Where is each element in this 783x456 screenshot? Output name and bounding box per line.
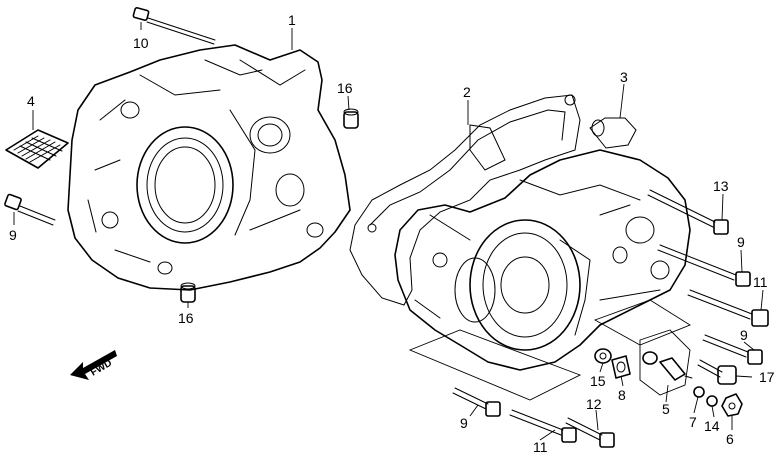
callout-1: 1	[288, 12, 296, 28]
callout-5: 5	[662, 401, 670, 417]
washer-7	[693, 386, 705, 398]
callout-16-lower: 16	[178, 310, 194, 326]
dowel-pin-lower	[180, 282, 196, 303]
bolt-12	[565, 417, 615, 448]
neutral-switch-5	[639, 329, 693, 396]
left-crankcase-half	[394, 117, 691, 371]
washer-14	[706, 395, 718, 407]
bolt-8	[611, 355, 631, 379]
washer-15	[594, 348, 612, 364]
right-crankcase-half	[67, 44, 351, 291]
dowel-pin-upper	[343, 108, 359, 129]
callout-17: 17	[759, 369, 775, 385]
bolt-11-right	[687, 289, 769, 327]
callout-13: 13	[713, 178, 729, 194]
bolt-assembly-bracket	[408, 329, 582, 401]
bolt-9-right-upper	[657, 244, 751, 287]
crankcase-gasket	[349, 94, 581, 306]
bolt-9-left	[4, 193, 56, 226]
callout-9-bottom: 9	[460, 415, 468, 431]
callout-7: 7	[689, 414, 697, 430]
oil-strainer-screen	[5, 129, 69, 169]
right-bolt-bracket	[593, 299, 691, 346]
callout-9-right-upper: 9	[737, 234, 745, 250]
callout-4: 4	[27, 93, 35, 109]
callout-6: 6	[726, 431, 734, 447]
callout-11-bottom: 11	[533, 439, 548, 455]
fwd-label: FWD	[89, 358, 114, 379]
bolt-13	[647, 189, 729, 235]
callout-15: 15	[590, 373, 606, 389]
bolt-9-right-lower	[702, 334, 763, 365]
cap-nut-6	[721, 393, 743, 417]
callout-2: 2	[463, 84, 471, 100]
callout-11-right: 11	[753, 274, 768, 290]
bolt-9-bottom	[452, 387, 501, 417]
callout-14: 14	[704, 418, 720, 434]
callout-9-left: 9	[9, 227, 17, 243]
bolt-10	[132, 7, 216, 45]
callout-3: 3	[620, 69, 628, 85]
callout-labels: 10 1 4 16 9 16 2 3 13 9 11 9 17 15 8 5 7…	[9, 12, 775, 455]
bolt-11-bottom	[509, 409, 577, 443]
drain-bolt-17	[697, 359, 737, 385]
callout-8: 8	[618, 387, 626, 403]
callout-12: 12	[586, 396, 602, 412]
callout-10: 10	[133, 35, 149, 51]
fwd-arrow-icon	[70, 350, 117, 380]
callout-16-upper: 16	[337, 80, 353, 96]
callout-9-right-lower: 9	[740, 327, 748, 343]
leader-lines	[13, 22, 764, 441]
